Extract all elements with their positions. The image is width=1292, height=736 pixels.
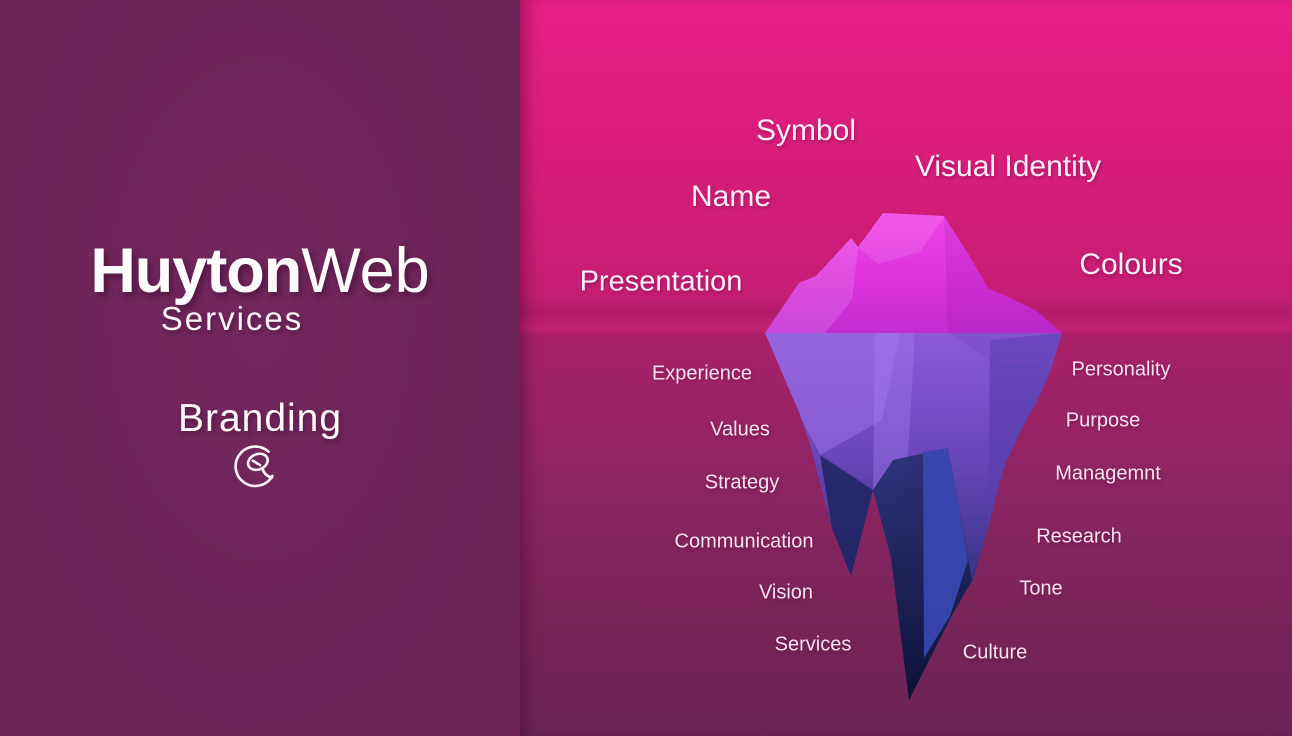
label-tone: Tone: [1019, 577, 1063, 600]
label-managemnt: Managemnt: [1055, 462, 1161, 485]
iceberg-illustration: [765, 213, 1062, 700]
iceberg-underwater: [765, 333, 1062, 700]
label-personality: Personality: [1071, 358, 1171, 381]
iceberg-tip: [765, 213, 1062, 333]
page-title: Branding: [177, 397, 343, 440]
label-name: Name: [690, 180, 772, 213]
at-icon: [234, 445, 274, 488]
logo-primary-text: Huyton: [90, 236, 302, 306]
iceberg-diagram: Symbol Visual Identity Name Presentation…: [520, 0, 1292, 736]
label-presentation: Presentation: [579, 265, 743, 298]
label-experience: Experience: [651, 362, 753, 385]
label-values: Values: [710, 418, 770, 441]
label-strategy: Strategy: [704, 471, 780, 494]
label-symbol: Symbol: [755, 114, 857, 147]
label-research: Research: [1036, 525, 1122, 548]
label-colours: Colours: [1079, 248, 1183, 281]
label-communication: Communication: [674, 530, 814, 553]
label-purpose: Purpose: [1065, 409, 1141, 432]
label-visual-identity: Visual Identity: [914, 150, 1102, 183]
logo-subtitle: Services: [160, 300, 304, 337]
logo-secondary-text: Web: [301, 236, 430, 306]
label-services: Services: [774, 633, 852, 656]
logo: HuytonWeb: [0, 240, 520, 303]
label-vision: Vision: [758, 581, 814, 604]
left-panel: HuytonWeb Services Branding: [0, 0, 520, 736]
label-culture: Culture: [962, 641, 1028, 664]
